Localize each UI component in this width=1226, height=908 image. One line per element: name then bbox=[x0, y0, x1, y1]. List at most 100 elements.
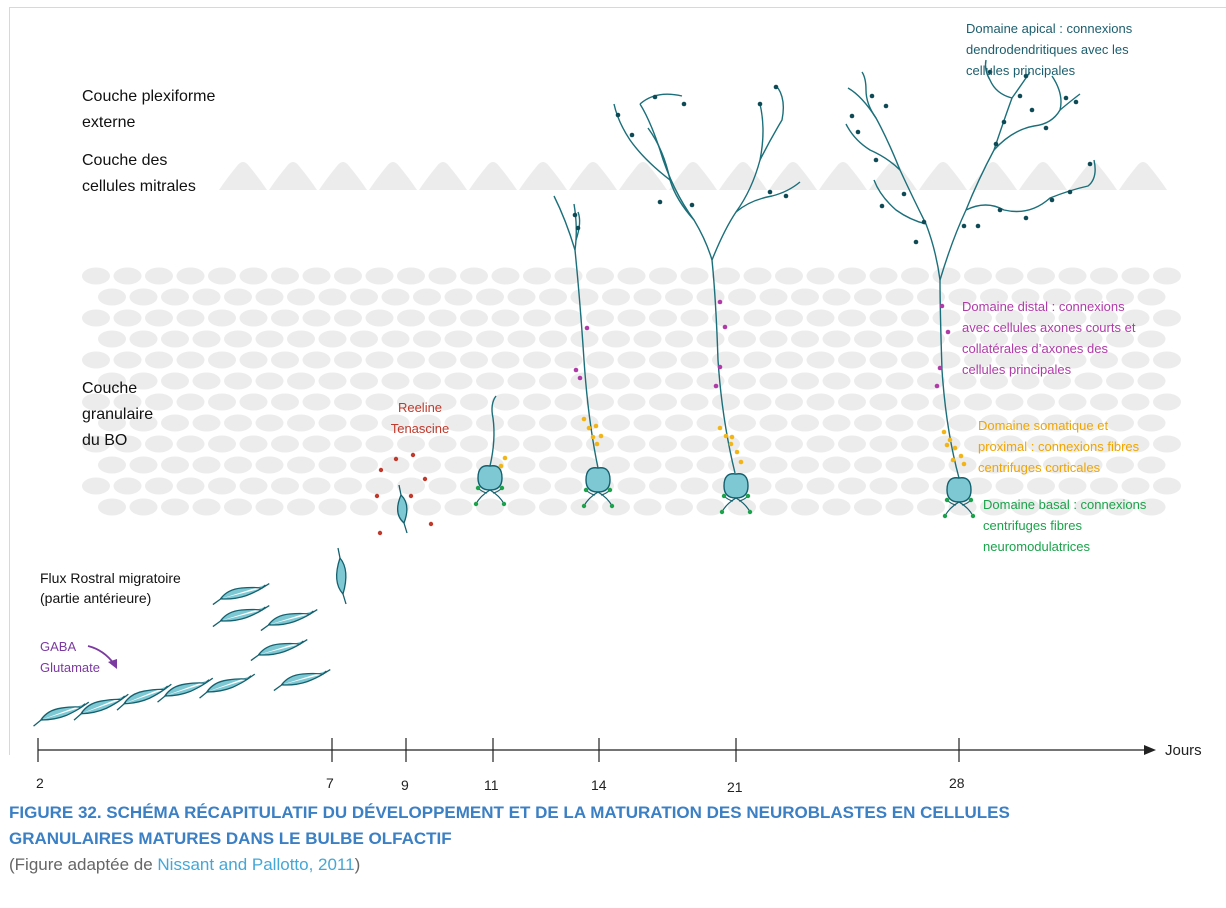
apical-spine bbox=[689, 202, 695, 208]
mitral-cell-shape bbox=[869, 162, 917, 190]
granule-cell-shape bbox=[917, 456, 945, 474]
granule-cell-shape bbox=[145, 309, 173, 327]
granule-cell-shape bbox=[633, 330, 662, 348]
granule-cell-shape bbox=[1106, 456, 1134, 474]
caption-reference-link[interactable]: Nissant and Pallotto, 2011 bbox=[157, 855, 355, 874]
granule-cell-shape bbox=[1043, 456, 1071, 474]
granule-cell-shape bbox=[523, 267, 551, 285]
granule-cell-shape bbox=[539, 372, 567, 390]
neuroblast-body bbox=[80, 695, 126, 715]
granule-cell-shape bbox=[208, 267, 236, 285]
somatic-spine bbox=[594, 441, 600, 447]
apical-spine bbox=[757, 101, 763, 107]
somatic-spine bbox=[498, 463, 504, 469]
granule-cell-shape bbox=[523, 435, 551, 453]
granule-cell-shape bbox=[885, 498, 914, 516]
granule-cell-shape bbox=[602, 414, 630, 432]
apical-dendrite bbox=[575, 211, 581, 241]
granule-cell-shape bbox=[617, 351, 646, 369]
apical-spine bbox=[901, 191, 907, 197]
granule-cell-shape bbox=[208, 309, 236, 327]
reeline-dot bbox=[428, 521, 434, 527]
granule-cell-shape bbox=[287, 288, 315, 306]
basal-dendrite bbox=[721, 495, 751, 513]
granule-cell-shape bbox=[554, 309, 583, 327]
granule-cell-shape bbox=[539, 456, 567, 474]
granule-cell-shape bbox=[1074, 372, 1103, 390]
apical-spine bbox=[783, 193, 789, 199]
granule-cell-shape bbox=[1043, 414, 1071, 432]
apical-dendrite bbox=[759, 87, 785, 161]
granule-cell-shape bbox=[397, 309, 425, 327]
granule-cell-shape bbox=[649, 267, 677, 285]
granule-cell-shape bbox=[948, 372, 977, 390]
granule-cell-shape bbox=[334, 477, 362, 495]
granule-cell-shape bbox=[775, 267, 803, 285]
mitral-cell-shape bbox=[519, 162, 567, 190]
granule-cell-shape bbox=[759, 330, 788, 348]
granule-cell-shape bbox=[302, 477, 331, 495]
granule-cell-shape bbox=[822, 288, 851, 306]
granule-cell-shape bbox=[161, 414, 189, 432]
granule-cell-shape bbox=[460, 393, 488, 411]
granule-cell-shape bbox=[98, 456, 126, 474]
somatic-spine bbox=[729, 434, 735, 440]
mitral-cell-shape bbox=[819, 162, 867, 190]
granule-cell-shape bbox=[239, 267, 268, 285]
granule-cell-shape bbox=[255, 330, 284, 348]
apical-dendrite bbox=[993, 75, 1062, 151]
granule-cell-shape bbox=[759, 498, 788, 516]
apical-spine bbox=[1063, 95, 1069, 101]
granule-cell-shape bbox=[917, 372, 945, 390]
granule-cell-shape bbox=[350, 288, 378, 306]
granule-cell-shape bbox=[208, 393, 236, 411]
granule-cell-shape bbox=[208, 477, 236, 495]
granule-cell-shape bbox=[523, 477, 551, 495]
granule-cell-shape bbox=[98, 498, 126, 516]
apical-spine bbox=[1017, 93, 1023, 99]
granule-cell-shape bbox=[413, 330, 441, 348]
granule-cell-shape bbox=[995, 309, 1024, 327]
neuroblast-process bbox=[273, 669, 331, 692]
apical-spine bbox=[883, 103, 889, 109]
granule-cell-shape bbox=[176, 477, 205, 495]
somatic-spine bbox=[950, 457, 956, 463]
granule-cell-shape bbox=[1106, 288, 1134, 306]
granule-cell-shape bbox=[759, 456, 788, 474]
granule-cell-shape bbox=[82, 309, 110, 327]
distal-spine bbox=[584, 325, 590, 331]
granule-cell-shape bbox=[381, 330, 410, 348]
granule-cell-shape bbox=[791, 498, 819, 516]
granule-cell-shape bbox=[192, 498, 221, 516]
granule-cell-soma bbox=[723, 473, 749, 499]
granule-cell-shape bbox=[224, 372, 252, 390]
granule-cell-shape bbox=[791, 372, 819, 390]
granule-cell-shape bbox=[1153, 267, 1181, 285]
distal-spine bbox=[937, 365, 943, 371]
granule-cell-shape bbox=[1027, 267, 1055, 285]
granule-cell-shape bbox=[1027, 435, 1055, 453]
apical-spine bbox=[652, 94, 658, 100]
granule-cell-shape bbox=[680, 309, 709, 327]
granule-cell-shape bbox=[129, 330, 158, 348]
granule-cell-shape bbox=[964, 351, 992, 369]
granule-cell-shape bbox=[1027, 477, 1055, 495]
granule-cell-shape bbox=[129, 456, 158, 474]
granule-cell-shape bbox=[302, 309, 331, 327]
granule-cell-shape bbox=[1043, 330, 1071, 348]
reeline-dot bbox=[408, 493, 414, 499]
granule-cell-shape bbox=[932, 267, 961, 285]
granule-cell-shape bbox=[869, 393, 898, 411]
granule-cell-shape bbox=[491, 435, 520, 453]
apical-spine bbox=[849, 113, 855, 119]
granule-cell-shape bbox=[728, 414, 756, 432]
granule-cell-shape bbox=[350, 414, 378, 432]
granule-cell-shape bbox=[287, 372, 315, 390]
reeline-dot bbox=[377, 530, 383, 536]
granule-cell-layer-background bbox=[82, 267, 1181, 516]
granule-cell-shape bbox=[208, 435, 236, 453]
granule-cell-shape bbox=[1121, 393, 1150, 411]
granule-cell-shape bbox=[98, 330, 126, 348]
somatic-spine bbox=[734, 449, 740, 455]
granule-cell-shape bbox=[1137, 330, 1166, 348]
